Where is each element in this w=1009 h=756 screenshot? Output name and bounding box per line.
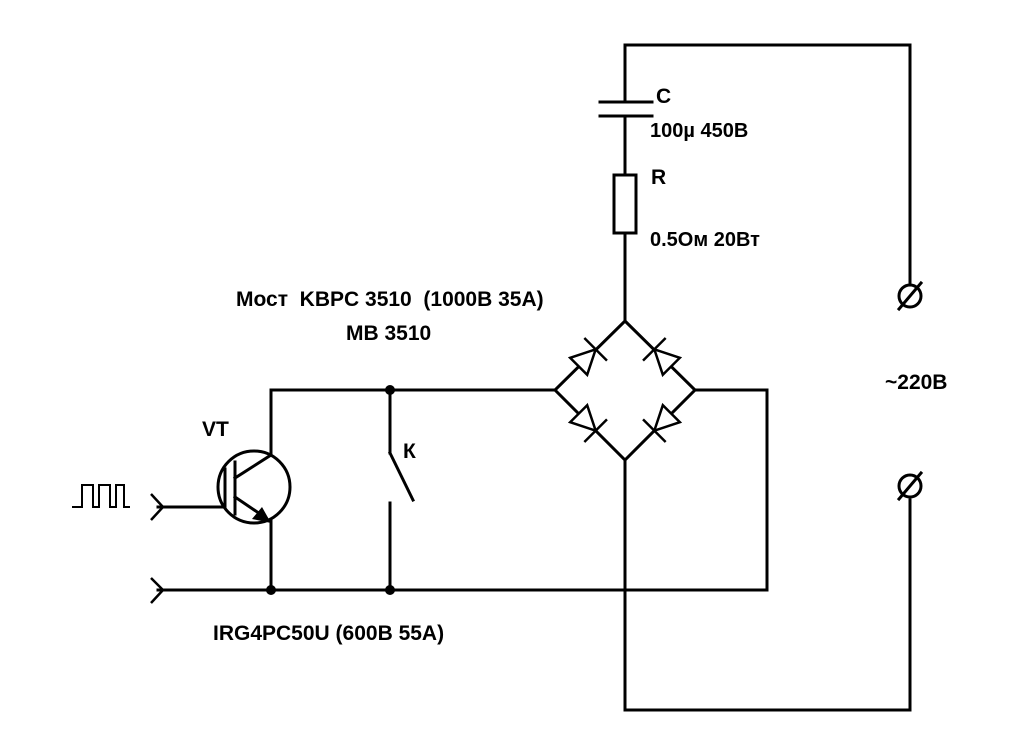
diode-icon [567, 402, 608, 443]
diode-bridge [552, 318, 698, 463]
terminal-icon [896, 470, 924, 502]
junction-dot-icon [266, 585, 276, 595]
junction-dot-icon [385, 585, 395, 595]
switch-k [387, 388, 416, 592]
igbt-icon [156, 449, 292, 592]
resistor-value-label: 0.5Ом 20Вт [650, 229, 760, 251]
resistor-ref-label: R [651, 166, 667, 189]
capacitor-ref-label: C [656, 85, 672, 108]
capacitor-value-label: 100µ 450В [650, 120, 749, 142]
switch-ref-label: К [403, 440, 416, 463]
input-arrow-icon [150, 577, 165, 604]
pulse-signal-icon [72, 484, 130, 508]
capacitor-c [598, 100, 654, 177]
transistor-ref-label: VT [202, 418, 229, 441]
wire-bridge-bottom [623, 458, 912, 712]
wire-top [623, 43, 912, 287]
wire-bridge-left [269, 388, 557, 457]
mains-voltage-label: ~220В [885, 371, 948, 394]
terminal-icon [896, 280, 924, 312]
diode-icon [642, 337, 683, 378]
diode-icon [567, 337, 608, 378]
input-arrow-icon [150, 493, 165, 521]
transistor-part-label: IRG4PC50U (600В 55А) [213, 622, 445, 645]
resistor-r [612, 173, 638, 323]
junction-dot-icon [385, 385, 395, 395]
bridge-label-line2: MB 3510 [346, 322, 432, 345]
wire-bridge-right [156, 388, 769, 592]
diode-icon [642, 402, 683, 443]
bridge-label-line1: Мост KBPC 3510 (1000В 35А) [236, 288, 544, 311]
